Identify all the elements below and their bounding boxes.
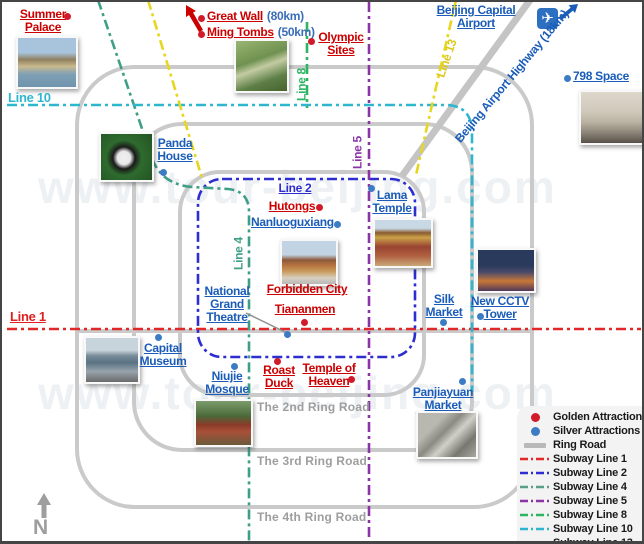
- legend-row-golden: Golden Attractions: [517, 410, 642, 424]
- niujie-mosque-label[interactable]: Niujie Mosque: [205, 369, 249, 396]
- panjiayuan-market-marker: [459, 378, 466, 385]
- great-wall-row: Great Wall (80km): [207, 10, 304, 23]
- lama-temple-photo[interactable]: [373, 218, 433, 268]
- ming-tombs-marker: [198, 31, 205, 38]
- line-2-swatch-icon: [517, 470, 553, 476]
- legend-row-line5: Subway Line 5: [517, 494, 642, 508]
- summer-palace-label[interactable]: Summer Palace: [19, 7, 67, 34]
- lama-temple-marker: [368, 185, 375, 192]
- panjiayuan-market-photo[interactable]: [416, 411, 478, 459]
- roast-duck-label[interactable]: Roast Duck: [263, 363, 295, 390]
- 798-space-photo[interactable]: [579, 90, 642, 145]
- silk-market-marker: [440, 319, 447, 326]
- capital-museum-label[interactable]: Capital Museum: [139, 341, 187, 368]
- line-10-label: Line 10: [8, 90, 51, 105]
- compass-arrow-icon: [37, 493, 51, 518]
- 798-space-label[interactable]: 798 Space: [573, 69, 630, 83]
- summer-palace-marker: [64, 13, 71, 20]
- legend-row-ring-road: Ring Road: [517, 438, 642, 452]
- silk-market-label[interactable]: Silk Market: [425, 292, 463, 319]
- hutongs-marker: [316, 204, 323, 211]
- nanluoguxiang-label[interactable]: Nanluoguxiang: [251, 215, 334, 229]
- second-ring-road-label: The 2nd Ring Road: [257, 400, 370, 414]
- airport-label[interactable]: Beijing Capital Airport: [436, 3, 516, 30]
- line-1-label: Line 1: [10, 309, 46, 324]
- tiananmen-label[interactable]: Tiananmen: [274, 302, 336, 316]
- panda-house-label[interactable]: Panda House: [157, 136, 193, 163]
- national-grand-theatre-label[interactable]: National Grand Theatre: [204, 284, 250, 324]
- forbidden-city-photo[interactable]: [280, 239, 338, 286]
- niujie-mosque-marker: [231, 363, 238, 370]
- great-wall-photo[interactable]: [234, 39, 289, 93]
- subway-line-2: [196, 177, 417, 359]
- golden-dot-icon: [517, 412, 553, 422]
- new-cctv-tower-label[interactable]: New CCTV Tower: [470, 294, 530, 321]
- 798-space-marker: [564, 75, 571, 82]
- olympic-sites-marker: [308, 38, 315, 45]
- legend-row-line8: Subway Line 8: [517, 508, 642, 522]
- ming-tombs-distance: (50km): [277, 25, 315, 39]
- subway-line-4: [97, 2, 251, 541]
- legend-row-line13: Subway Line 13: [517, 536, 642, 541]
- line-8-swatch-icon: [517, 512, 553, 518]
- third-ring-road-label: The 3rd Ring Road: [257, 454, 368, 468]
- great-wall-label[interactable]: Great Wall: [207, 9, 263, 23]
- roast-duck-marker: [274, 358, 281, 365]
- great-wall-marker: [198, 15, 205, 22]
- panda-house-marker: [160, 169, 167, 176]
- summer-palace-photo[interactable]: [16, 36, 78, 89]
- line-4-label: Line 4: [231, 237, 246, 270]
- capital-museum-photo[interactable]: [84, 336, 140, 384]
- niujie-mosque-photo[interactable]: [194, 399, 253, 447]
- legend-row-line10: Subway Line 10: [517, 522, 642, 536]
- map-legend: Golden Attractions Silver Attractions Ri…: [517, 406, 642, 541]
- line-1-swatch-icon: [517, 456, 553, 462]
- fourth-ring-road-label: The 4th Ring Road: [257, 510, 367, 524]
- legend-row-line1: Subway Line 1: [517, 452, 642, 466]
- compass-north-label: N: [33, 516, 49, 539]
- temple-of-heaven-label[interactable]: Temple of Heaven: [302, 361, 356, 388]
- new-cctv-tower-photo[interactable]: [476, 248, 536, 293]
- line-2-label: Line 2: [278, 181, 312, 195]
- lama-temple-label[interactable]: Lama Temple: [372, 188, 412, 215]
- olympic-sites-label[interactable]: Olympic Sites: [318, 30, 364, 57]
- line-10-swatch-icon: [517, 526, 553, 532]
- tiananmen-marker: [301, 319, 308, 326]
- ming-tombs-row: Ming Tombs (50km): [207, 26, 315, 39]
- legend-row-line2: Subway Line 2: [517, 466, 642, 480]
- line-5-swatch-icon: [517, 498, 553, 504]
- second-ring-road: [178, 170, 426, 397]
- silver-dot-icon: [517, 426, 553, 436]
- capital-museum-marker: [155, 334, 162, 341]
- great-wall-distance: (80km): [266, 9, 304, 23]
- airplane-icon: ✈: [537, 8, 558, 29]
- national-grand-theatre-marker: [284, 331, 291, 338]
- hutongs-label[interactable]: Hutongs: [268, 199, 316, 213]
- legend-row-silver: Silver Attractions: [517, 424, 642, 438]
- theatre-leader-line: [245, 312, 288, 334]
- ming-tombs-label[interactable]: Ming Tombs: [207, 25, 274, 39]
- line-4-swatch-icon: [517, 484, 553, 490]
- subway-lines: [7, 2, 641, 541]
- ring-road-swatch-icon: [517, 442, 553, 448]
- airport-arrow-icon: [559, 4, 578, 21]
- nanluoguxiang-marker: [334, 221, 341, 228]
- subway-line-13-west: [147, 2, 204, 179]
- panda-house-photo[interactable]: [99, 132, 154, 182]
- line-8-label: Line 8: [294, 68, 309, 101]
- line-13-swatch-icon: [517, 540, 553, 541]
- panjiayuan-market-label[interactable]: Panjiayuan Market: [412, 385, 474, 412]
- subway-line-13-east: [414, 2, 457, 176]
- new-cctv-tower-marker: [477, 313, 484, 320]
- northwest-arrow-icon: [186, 5, 203, 32]
- line-5-label: Line 5: [350, 136, 365, 169]
- legend-row-line4: Subway Line 4: [517, 480, 642, 494]
- temple-of-heaven-marker: [348, 376, 355, 383]
- forbidden-city-label[interactable]: Forbidden City: [266, 282, 348, 296]
